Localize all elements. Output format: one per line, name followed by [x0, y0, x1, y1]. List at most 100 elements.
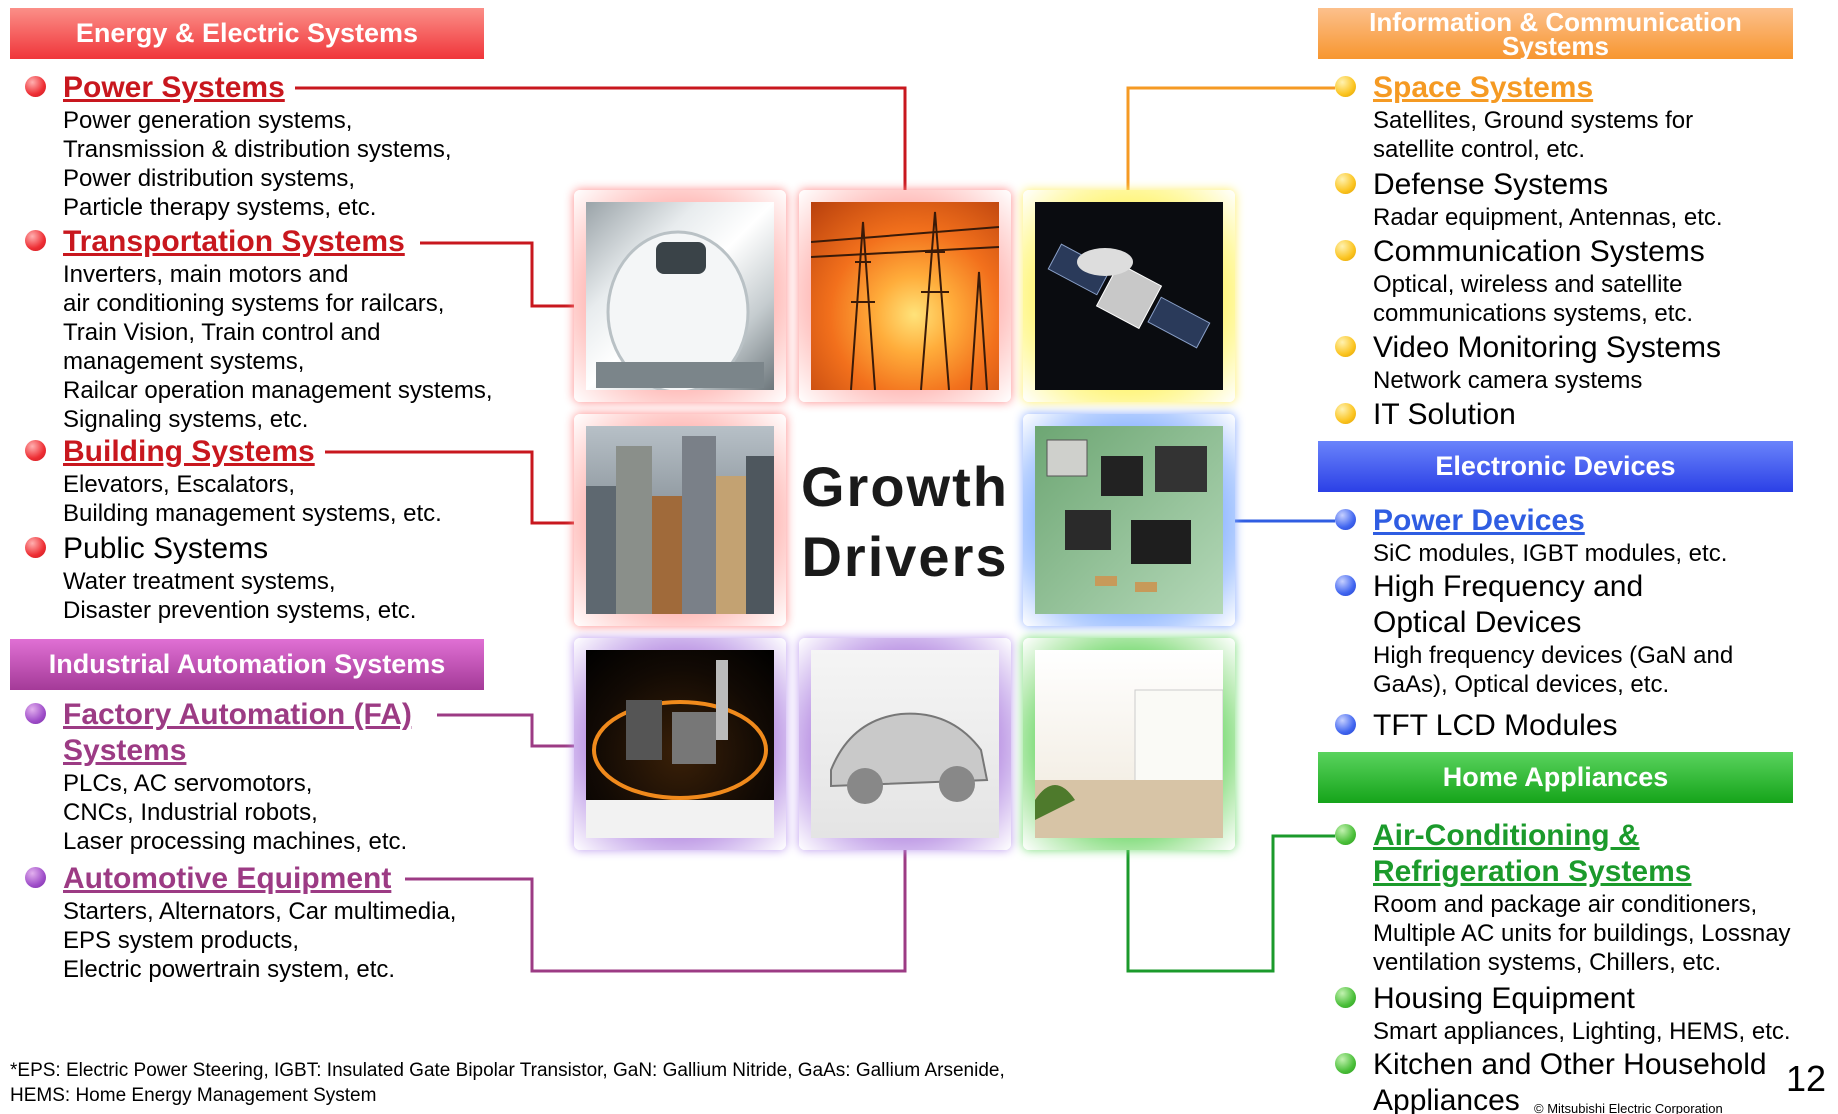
- bullet-icon: [1335, 824, 1356, 845]
- item-video-monitoring: Video Monitoring Systems Network camera …: [1335, 330, 1721, 395]
- item-public-systems: Public Systems Water treatment systems, …: [25, 531, 416, 625]
- item-communication-systems: Communication Systems Optical, wireless …: [1335, 234, 1705, 328]
- title-defense-systems: Defense Systems: [1373, 168, 1609, 201]
- photo-car: [799, 638, 1011, 850]
- desc-line: EPS system products,: [63, 927, 300, 954]
- desc-line: Water treatment systems,: [63, 568, 336, 595]
- desc-line: communications systems, etc.: [1373, 300, 1694, 327]
- link-space-systems[interactable]: Space Systems: [1373, 71, 1594, 104]
- item-transportation-systems: Transportation Systems Inverters, main m…: [25, 224, 493, 434]
- title-kitchen: Kitchen and Other Household: [1373, 1048, 1767, 1081]
- item-kitchen-appliances: Kitchen and Other Household Appliances: [1335, 1047, 1767, 1114]
- connector-transport: [420, 241, 580, 308]
- fa-shape: [586, 660, 774, 838]
- train-image: [586, 202, 774, 394]
- connector-building: [325, 450, 580, 525]
- link-air-conditioning[interactable]: Air-Conditioning &: [1373, 819, 1640, 852]
- train-shape: [596, 230, 764, 394]
- car-shape: [830, 712, 989, 804]
- header-energy-label: Energy & Electric Systems: [75, 18, 419, 48]
- link-air-conditioning-cont[interactable]: Refrigeration Systems: [1373, 855, 1692, 888]
- bullet-icon: [25, 537, 46, 558]
- footnote-line: HEMS: Home Energy Management System: [10, 1085, 377, 1106]
- devices-image: [1035, 426, 1223, 614]
- desc-line: Room and package air conditioners,: [1373, 891, 1758, 918]
- link-power-devices[interactable]: Power Devices: [1373, 504, 1585, 537]
- footnote-line: *EPS: Electric Power Steering, IGBT: Ins…: [10, 1060, 1005, 1081]
- bullet-icon: [25, 230, 46, 251]
- interior-image: [1035, 650, 1224, 838]
- interior-shape: [1035, 689, 1224, 838]
- desc-line: Network camera systems: [1373, 367, 1643, 394]
- title-housing-equipment: Housing Equipment: [1373, 982, 1635, 1015]
- desc-line: Signaling systems, etc.: [63, 406, 309, 433]
- link-automotive-equipment[interactable]: Automotive Equipment: [63, 862, 392, 895]
- bullet-icon: [25, 867, 46, 888]
- modules-shape: [1046, 439, 1207, 592]
- header-industrial-label: Industrial Automation Systems: [48, 649, 446, 679]
- desc-line: SiC modules, IGBT modules, etc.: [1373, 540, 1728, 567]
- buildings-shape: [586, 436, 774, 614]
- item-automotive-equipment: Automotive Equipment Starters, Alternato…: [25, 861, 457, 984]
- title-high-frequency-cont: Optical Devices: [1373, 606, 1582, 639]
- desc-line: Satellites, Ground systems for: [1373, 107, 1694, 134]
- connector-fa: [437, 713, 580, 748]
- link-factory-automation-cont[interactable]: Systems: [63, 734, 187, 767]
- bullet-icon: [1335, 509, 1356, 530]
- desc-line: Building management systems, etc.: [63, 500, 442, 527]
- header-energy-electric-systems: Energy & Electric Systems: [10, 8, 484, 59]
- bullet-icon: [25, 76, 46, 97]
- header-info-line1: Information & Communication: [1369, 6, 1742, 37]
- connector-space: [1126, 86, 1335, 202]
- desc-line: Laser processing machines, etc.: [63, 828, 408, 855]
- photo-bullet-train: [574, 190, 786, 402]
- link-transportation-systems[interactable]: Transportation Systems: [63, 225, 405, 258]
- bullet-icon: [1335, 76, 1356, 97]
- header-home-label: Home Appliances: [1442, 762, 1669, 792]
- satellite-shape: [1047, 243, 1211, 349]
- desc-line: CNCs, Industrial robots,: [63, 799, 318, 826]
- title-tft-lcd: TFT LCD Modules: [1373, 709, 1618, 742]
- title-communication-systems: Communication Systems: [1373, 235, 1705, 268]
- bullet-icon: [1335, 173, 1356, 194]
- photo-satellite: [1023, 190, 1235, 402]
- desc-line: Power generation systems,: [63, 107, 353, 134]
- link-building-systems[interactable]: Building Systems: [63, 435, 315, 468]
- desc-line: Transmission & distribution systems,: [63, 136, 452, 163]
- desc-line: Optical, wireless and satellite: [1373, 271, 1683, 298]
- item-power-devices: Power Devices SiC modules, IGBT modules,…: [1335, 503, 1728, 568]
- photo-power-devices: [1023, 414, 1235, 626]
- bullet-icon: [1335, 336, 1356, 357]
- bullet-icon: [1335, 714, 1356, 735]
- bullet-icon: [1335, 240, 1356, 261]
- desc-line: Electric powertrain system, etc.: [63, 956, 396, 983]
- desc-line: Particle therapy systems, etc.: [63, 194, 377, 221]
- item-power-systems: Power Systems Power generation systems, …: [25, 70, 452, 222]
- desc-line: Starters, Alternators, Car multimedia,: [63, 898, 457, 925]
- desc-line: GaAs), Optical devices, etc.: [1373, 671, 1670, 698]
- desc-line: Power distribution systems,: [63, 165, 356, 192]
- connector-ac: [1126, 834, 1335, 973]
- desc-line: PLCs, AC servomotors,: [63, 770, 313, 797]
- connector-power: [295, 86, 907, 202]
- title-video-monitoring: Video Monitoring Systems: [1373, 331, 1721, 364]
- photo-city-buildings: [574, 414, 786, 626]
- header-electronic-devices: Electronic Devices: [1318, 441, 1793, 492]
- desc-line: Elevators, Escalators,: [63, 471, 296, 498]
- footnote: *EPS: Electric Power Steering, IGBT: Ins…: [10, 1058, 1005, 1108]
- bullet-icon: [1335, 1053, 1356, 1074]
- header-home-appliances: Home Appliances: [1318, 752, 1793, 803]
- link-factory-automation[interactable]: Factory Automation (FA): [63, 698, 412, 731]
- desc-line: ventilation systems, Chillers, etc.: [1373, 949, 1722, 976]
- title-public-systems: Public Systems: [63, 532, 269, 565]
- growth-line: Growth: [801, 455, 1009, 518]
- link-power-systems[interactable]: Power Systems: [63, 71, 285, 104]
- desc-line: High frequency devices (GaN and: [1373, 642, 1734, 669]
- growth-drivers-label: Growth Drivers: [796, 452, 1014, 592]
- desc-line: Smart appliances, Lighting, HEMS, etc.: [1373, 1018, 1791, 1045]
- photo-interior: [1023, 638, 1235, 850]
- satellite-image: [1035, 202, 1223, 390]
- header-info-communication: Information & Communication Systems: [1318, 8, 1793, 59]
- tower-shapes: [810, 211, 1000, 391]
- drivers-line: Drivers: [801, 525, 1009, 588]
